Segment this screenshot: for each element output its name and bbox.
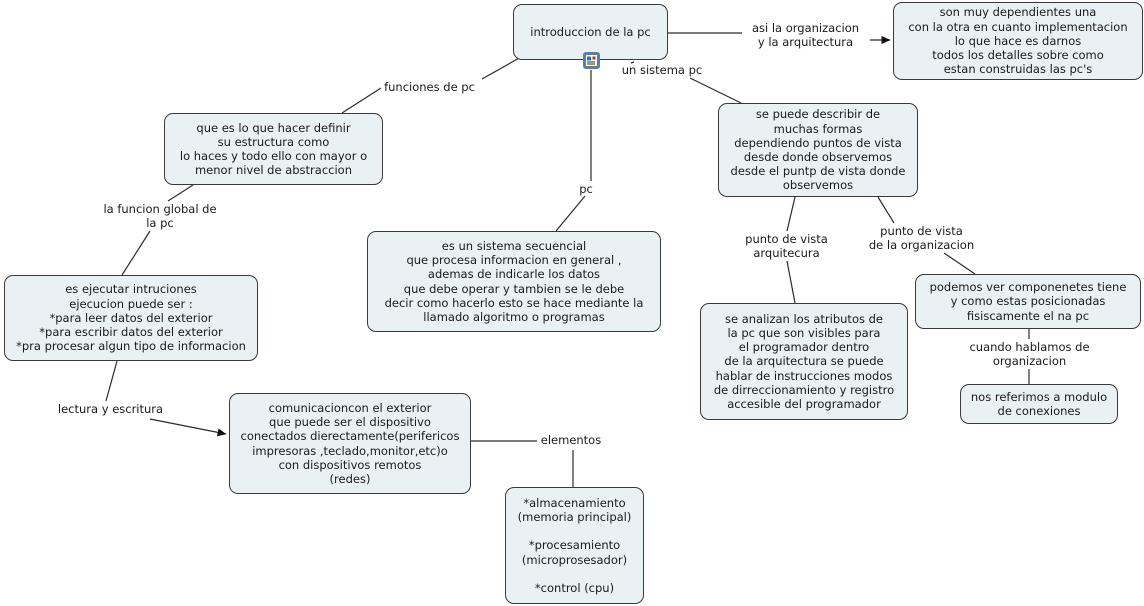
- node-se-puede-describir[interactable]: se puede describir de muchas formas depe…: [718, 103, 918, 197]
- edge-label-elementos[interactable]: elementos: [540, 433, 602, 447]
- edge-estructura-to-funcion-global-label: [167, 184, 194, 202]
- edge-label-la-funcion-global-de-la-pc[interactable]: la funcion global de la pc: [103, 202, 217, 231]
- edge-funcion-global-label-to-ejecutar: [121, 230, 151, 276]
- edge-sistema-label-to-describir: [689, 77, 742, 104]
- edge-pc-label-to-secuencial: [555, 195, 586, 232]
- edge-describir-to-pv-arq-label: [786, 196, 796, 232]
- edge-label-cuando-hablamos-de-organizacion[interactable]: cuando hablamos de organizacion: [969, 340, 1090, 369]
- node-es-ejecutar-intruciones[interactable]: es ejecutar intruciones ejecucion puede …: [4, 275, 258, 361]
- node-introduccion-de-la-pc[interactable]: introduccion de la pc: [513, 4, 668, 60]
- edge-pv-org-label-to-componentes: [943, 252, 976, 275]
- edge-label-un-sistema-pc[interactable]: un sistema pc: [621, 63, 703, 77]
- node-comunicacion-con-el-exterior[interactable]: comunicacioncon el exterior que puede se…: [229, 393, 471, 494]
- edge-lectura-label-to-comunicacion: [149, 418, 227, 437]
- edge-label-pc[interactable]: pc: [579, 182, 593, 196]
- node-nos-referimos-a-modulo[interactable]: nos referimos a modulo de conexiones: [960, 384, 1118, 424]
- node-es-un-sistema-secuencial[interactable]: es un sistema secuencial que procesa inf…: [367, 231, 661, 332]
- note-icon[interactable]: [583, 52, 600, 69]
- edge-label-asi-la-organizacion[interactable]: asi la organizacion y la arquitectura: [751, 21, 860, 50]
- node-almacenamiento-procesamiento-control[interactable]: *almacenamiento (memoria principal) *pro…: [505, 487, 644, 604]
- edge-describir-to-pv-org-label: [877, 196, 895, 224]
- edge-ejecutar-to-lectura-label: [105, 360, 118, 402]
- edge-root-to-funciones-label: [481, 56, 522, 80]
- edge-funciones-label-to-estructura: [341, 87, 382, 114]
- edge-pv-arq-label-to-atributos: [786, 260, 796, 304]
- node-son-muy-dependientes[interactable]: son muy dependientes una con la otra en …: [893, 2, 1143, 80]
- node-podemos-ver-componenetes[interactable]: podemos ver componenetes tiene y como es…: [915, 274, 1141, 329]
- edge-label-lectura-y-escritura[interactable]: lectura y escritura: [57, 402, 164, 416]
- edge-label-funciones-de-pc[interactable]: funciones de pc: [384, 80, 475, 94]
- edge-label-punto-de-vista-de-la-organizacion[interactable]: punto de vista de la organizacion: [868, 224, 975, 253]
- node-se-analizan-los-atributos[interactable]: se analizan los atributos de la pc que s…: [700, 303, 908, 420]
- edge-label-punto-de-vista-arquitecura[interactable]: punto de vista arquitecura: [745, 232, 828, 261]
- node-que-es-lo-que-hacer-definir[interactable]: que es lo que hacer definir su estructur…: [164, 113, 383, 185]
